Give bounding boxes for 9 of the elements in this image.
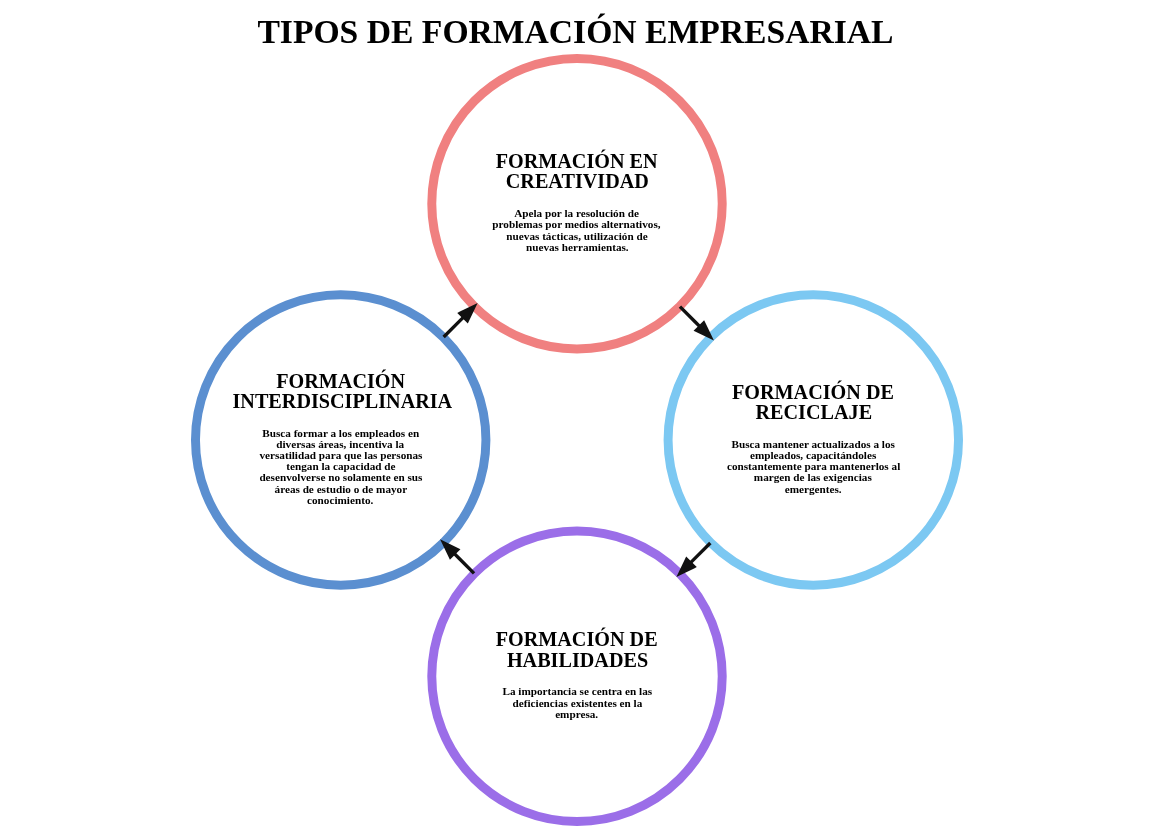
node-circle: FORMACIÓN INTERDISCIPLINARIA Busca formar a los empleados en diversas áreas, incentiva la versatilidad para que las personas tengan la capacidad de desenvolverse no solamente en sus áreas de estudio o de mayor conocimiento. bbox=[191, 290, 491, 590]
arrow bbox=[676, 541, 712, 577]
diagram-title: TIPOS DE FORMACIÓN EMPRESARIAL bbox=[257, 12, 894, 50]
node-circle: FORMACIÓN DE RECICLAJE Busca mantener actualizados a los empleados, capacitándoles constantemente para mantenerlos al margen de las exigencias emergentes. bbox=[663, 290, 963, 590]
arrow bbox=[442, 303, 478, 339]
node-circle: FORMACIÓN DE HABILIDADES La importancia se centra en las deficiencias existentes en la empresa. bbox=[427, 526, 727, 826]
node-circle: FORMACIÓN EN CREATIVIDAD Apela por la resolución de problemas por medios alternativos, nuevas tácticas, utilización de nuevas herramientas. bbox=[427, 54, 727, 354]
arrow bbox=[678, 305, 714, 341]
arrow bbox=[440, 539, 476, 575]
